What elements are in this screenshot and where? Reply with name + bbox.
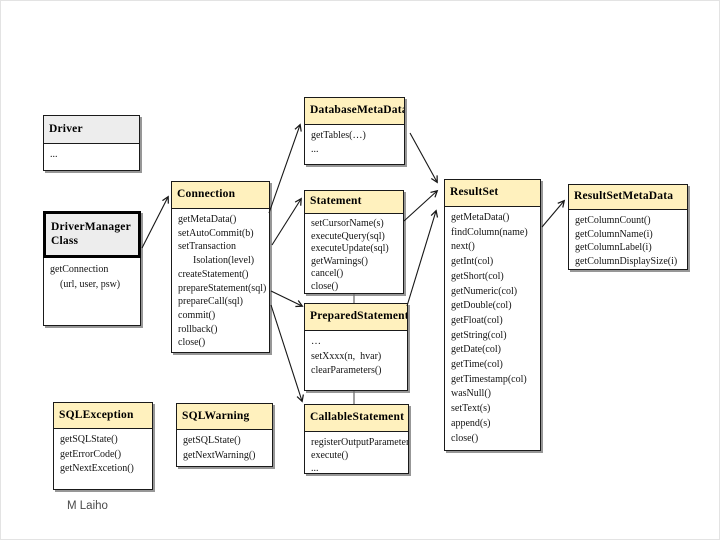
method-label: setCursorName(s) [311,218,384,229]
method-label: getFloat(col) [451,314,503,326]
method-label: getNextWarning() [183,449,256,461]
class-methods-drivermanager: getConnection (url, user, psw) [44,258,140,294]
method-label: getTables(…) [311,130,366,141]
class-title-callablestatement: CallableStatement [305,405,408,432]
footer-credit: M Laiho [67,500,108,512]
method-label: findColumn(name) [451,226,528,238]
class-methods-statement: setCursorName(s)executeQuery(sql)execute… [305,214,403,296]
method-label: close() [311,280,339,292]
class-title-sqlexception: SQLException [54,403,152,429]
class-title-resultset: ResultSet [445,180,540,207]
method-label: getShort(col) [451,270,504,282]
method-label: getSQLState() [60,434,118,445]
method-label: getMetaData() [178,214,237,225]
method-label: next() [451,241,475,253]
method-label: getTimestamp(col) [451,373,527,385]
edge-arrow-resultset-to-resultsetmetadata [541,199,566,228]
class-methods-sqlwarning: getSQLState() getNextWarning() [177,430,272,465]
class-box-resultset: ResultSet getMetaData() findColumn(name) ne… [444,179,541,451]
class-methods-sqlexception: getSQLState() getErrorCode() getNextExceti… [54,429,152,479]
method-label: executeUpdate(sql) [311,243,389,255]
method-label: getDouble(col) [451,300,512,312]
class-methods-resultset: getMetaData() findColumn(name) next() getIn… [445,207,540,448]
edge-arrow-drivermanager-to-connection [141,195,169,249]
class-methods-driver: ... [44,144,139,163]
method-label: getSQLState() [183,435,241,446]
edge-arrow-statement-to-resultset [403,189,439,222]
class-title-driver: Driver [44,116,139,144]
class-title-resultsetmetadata: ResultSetMetaData [569,185,687,210]
class-title-statement: Statement [305,191,403,214]
method-label: getColumnCount() [575,215,651,226]
method-label: append(s) [451,417,491,429]
edge-arrow-connection-to-callablestatement [270,304,304,403]
method-label: execute() [311,450,349,461]
class-methods-preparedstatement: … setXxxx(n, hvar) clearParameters() [305,331,407,381]
method-label: getColumnName(i) [575,228,653,240]
method-label: getColumnLabel(i) [575,242,652,253]
method-label: ... [311,463,319,474]
method-label: cancel() [311,268,344,280]
edge-arrow-connection-to-statement [271,197,302,246]
method-label: getDate(col) [451,344,501,356]
method-label: registerOutputParameter [311,437,408,448]
method-label: setAutoCommit(b) [178,227,254,239]
class-title-preparedstatement: PreparedStatement [305,304,407,331]
edge-arrow-preparedstatement-to-resultset [406,209,439,307]
method-label: getWarnings() [311,255,368,267]
edge-arrow-connection-to-preparedstatement [270,290,304,308]
method-label: getInt(col) [451,256,494,268]
method-label: prepareStatement(sql) [178,282,267,294]
method-label: getMetaData() [451,212,510,223]
method-label: close() [451,432,479,444]
class-methods-databasemetadata: getTables(…)... [305,125,404,159]
method-label: wasNull() [451,388,491,400]
method-label: getNumeric(col) [451,285,518,297]
method-label: … [311,336,321,347]
class-title-drivermanager: DriverManager Class [43,211,141,258]
method-label: (url, user, psw) [50,279,121,290]
method-label: prepareCall(sql) [178,296,243,308]
method-label: commit() [178,309,216,321]
method-label: setTransaction [178,241,236,253]
class-methods-resultsetmetadata: getColumnCount() getColumnName(i) getColum… [569,210,687,270]
method-label: setXxxx(n, hvar) [311,350,382,362]
class-box-connection: Connection getMetaData() setAutoCommit(b) s… [171,181,270,353]
method-label: getNextExcetion() [60,463,134,474]
edge-arrow-databasemetadata-to-resultset [409,132,438,184]
class-title-databasemetadata: DatabaseMetaData [305,98,404,125]
method-label: getErrorCode() [60,448,122,460]
class-title-connection: Connection [172,182,269,209]
method-label: getString(col) [451,329,507,341]
method-label: getTime(col) [451,359,503,371]
method-label: clearParameters() [311,365,382,376]
method-label: close() [178,337,206,349]
class-box-driver: Driver... [43,115,140,171]
class-methods-connection: getMetaData() setAutoCommit(b) setTransact… [172,209,269,352]
method-label: Isolation(level) [178,255,255,267]
method-label: getConnection [50,264,109,275]
class-box-preparedstatement: PreparedStatement … setXxxx(n, hvar) clearP… [304,303,408,391]
method-label: ... [311,144,319,155]
method-label: rollback() [178,323,218,335]
edge-arrow-connection-to-databasemetadata [268,123,302,214]
method-label: executeQuery(sql) [311,230,385,242]
class-title-sqlwarning: SQLWarning [177,404,272,430]
class-box-sqlwarning: SQLWarning getSQLState() getNextWarning() [176,403,273,467]
method-label: createStatement() [178,268,249,280]
method-label: setText(s) [451,403,491,415]
method-label: ... [50,149,58,160]
method-label: getColumnDisplaySize(i) [575,255,678,267]
class-methods-callablestatement: registerOutputParameter execute()... [305,432,408,477]
